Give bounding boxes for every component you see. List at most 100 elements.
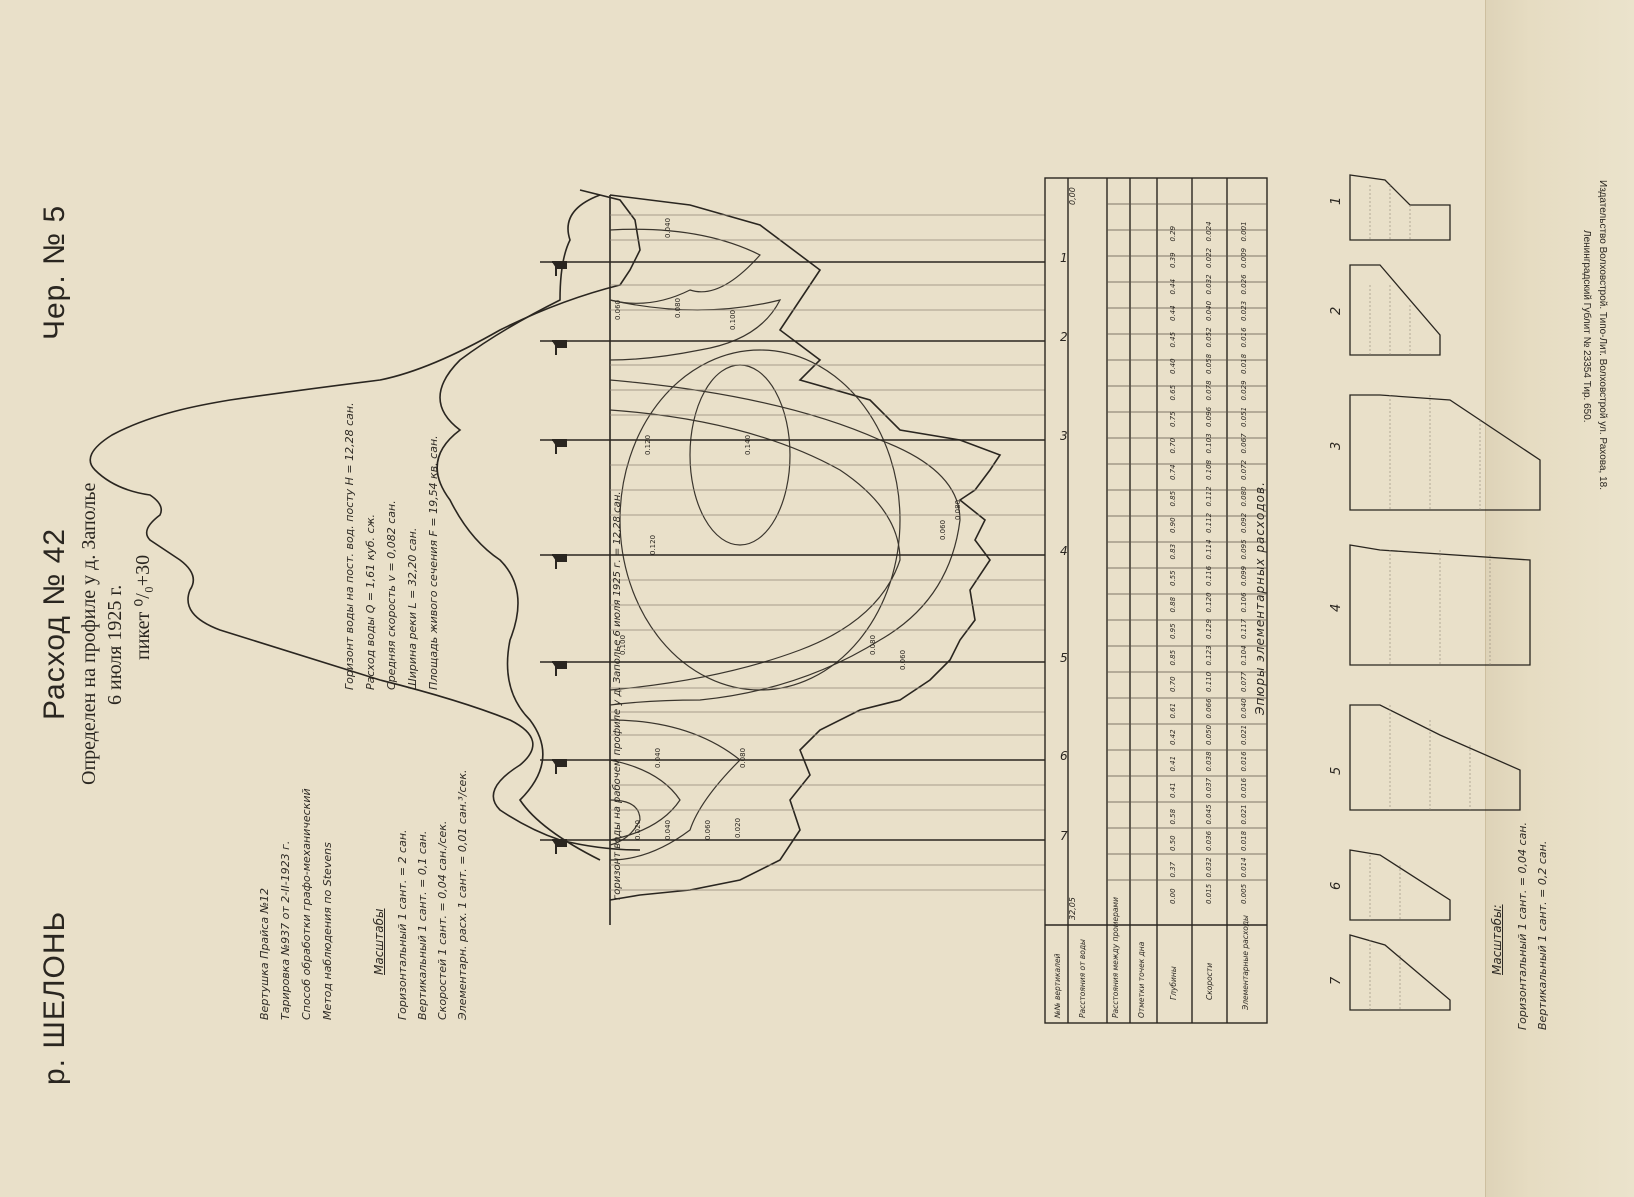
- discharge-cell: 0.005: [1240, 883, 1248, 904]
- discharge-cell: 0.029: [1240, 380, 1248, 401]
- epure-scale-horizontal: Горизонтальный 1 сант. = 0,04 сан.: [1516, 821, 1529, 1030]
- velocity-cell: 0.015: [1205, 883, 1213, 904]
- isoline-0.120: [619, 349, 901, 691]
- velocity-cell: 0.040: [1205, 300, 1213, 321]
- row-header-velocities: Скорости: [1205, 963, 1214, 1000]
- depth-cell: 0.41: [1169, 782, 1177, 798]
- row-header-bottom-marks: Отметки точек дна: [1137, 941, 1146, 1018]
- depth-cell: 0.75: [1169, 411, 1177, 427]
- contour-label-7: 0.100: [619, 635, 627, 655]
- depth-cell: 0.83: [1169, 544, 1177, 560]
- imprint-line-1: Издательство Волховстрой. Типо-Лит. Волх…: [1597, 180, 1608, 490]
- river-bed: [609, 194, 1002, 901]
- discharge-cell: 0.092: [1240, 512, 1248, 533]
- depth-cell: 0.37: [1169, 861, 1177, 877]
- velocity-cell: 0.120: [1205, 592, 1213, 613]
- velocity-cell: 0.038: [1205, 751, 1213, 772]
- discharge-cell: 0.077: [1240, 671, 1248, 692]
- epure-4: [1349, 544, 1531, 666]
- depth-cell: 0.45: [1169, 331, 1177, 347]
- table-vertical-1: 1: [1060, 251, 1068, 265]
- vertical-marker-6: [552, 759, 567, 774]
- epure-1: [1349, 174, 1451, 241]
- table-vertical-6: 6: [1060, 749, 1068, 763]
- isoline-0.040-top: [609, 228, 761, 304]
- vertical-marker-1: [552, 261, 567, 276]
- table-vertical-4: 4: [1060, 544, 1068, 558]
- row-header-verticals: №№ вертикалей: [1053, 953, 1062, 1019]
- row-header-depths: Глубины: [1169, 966, 1178, 1000]
- imprint-line-2: Ленинградский Гублит № 23354 Тир. 650.: [1581, 230, 1592, 423]
- depth-cell: 0.44: [1169, 305, 1177, 321]
- discharge-cell: 0.026: [1240, 274, 1248, 295]
- epure-label-6: 6: [1329, 882, 1344, 890]
- discharge-cell: 0.099: [1240, 565, 1248, 586]
- row-header-spacing: Расстояния между промерами: [1111, 897, 1120, 1018]
- isoline-0.020-bottom: [609, 799, 641, 846]
- table-vertical-7: 7: [1060, 829, 1068, 843]
- vertical-marker-2: [552, 340, 567, 355]
- contour-label-6: 0.140: [744, 435, 752, 455]
- depth-cell: 0.29: [1169, 225, 1177, 241]
- epure-2: [1349, 264, 1441, 356]
- discharge-cell: 0.106: [1240, 592, 1248, 613]
- depth-cell: 0.44: [1169, 279, 1177, 295]
- contour-label-16: 0.020: [634, 820, 642, 840]
- depth-cell: 0.70: [1169, 676, 1177, 692]
- contour-label-1: 0.040: [664, 218, 672, 238]
- terrain-profile: [89, 189, 641, 851]
- table-vertical-2: 2: [1060, 330, 1068, 344]
- discharge-cell: 0.016: [1240, 751, 1248, 772]
- table-vertical-3: 3: [1060, 429, 1068, 443]
- table-vertical-5: 5: [1060, 651, 1068, 665]
- velocity-cell: 0.032: [1205, 857, 1213, 878]
- vertical-marker-5: [552, 661, 567, 676]
- epure-7: [1349, 934, 1451, 1011]
- velocity-cell: 0.110: [1205, 671, 1213, 692]
- velocity-cell: 0.066: [1205, 698, 1213, 719]
- depth-cell: 0.85: [1169, 490, 1177, 506]
- epure-label-7: 7: [1329, 976, 1344, 985]
- velocity-cell: 0.123: [1205, 645, 1213, 665]
- discharge-cell: 0.014: [1240, 857, 1248, 877]
- depth-cell: 0.40: [1169, 358, 1177, 374]
- discharge-cell: 0.016: [1240, 327, 1248, 348]
- discharge-cell: 0.009: [1240, 247, 1248, 268]
- contour-label-2: 0.060: [614, 300, 622, 320]
- vertical-marker-3: [552, 439, 567, 454]
- velocity-cell: 0.037: [1205, 777, 1213, 798]
- depth-cell: 0.65: [1169, 384, 1177, 400]
- isoline-0.060-bottom: [609, 719, 741, 861]
- velocity-cell: 0.050: [1205, 724, 1213, 745]
- epure-label-3: 3: [1329, 442, 1344, 450]
- contour-label-3: 0.080: [674, 298, 682, 318]
- bank-contour-outer: [436, 194, 601, 861]
- velocity-cell: 0.108: [1205, 459, 1213, 480]
- contour-label-17: 0.060: [939, 520, 947, 540]
- vertical-marker-4: [552, 554, 567, 569]
- depth-cell: 0.95: [1169, 623, 1177, 639]
- velocity-cell: 0.045: [1205, 804, 1213, 825]
- discharge-cell: 0.021: [1240, 725, 1248, 745]
- contour-label-11: 0.040: [654, 748, 662, 768]
- depth-cell: 0.61: [1169, 703, 1177, 719]
- depth-cell: 0.00: [1169, 888, 1177, 904]
- velocity-cell: 0.078: [1205, 380, 1213, 401]
- contour-label-18: 0.080: [954, 500, 962, 520]
- epure-scale-vertical: Вертикальный 1 сант. = 0,2 сан.: [1536, 840, 1549, 1030]
- depth-cell: 0.55: [1169, 570, 1177, 586]
- velocity-cell: 0.058: [1205, 353, 1213, 374]
- row-header-distance: Расстояния от воды: [1078, 939, 1087, 1018]
- discharge-cell: 0.117: [1240, 618, 1248, 639]
- discharge-cell: 0.104: [1240, 645, 1248, 665]
- velocity-cell: 0.112: [1205, 486, 1213, 507]
- epure-label-5: 5: [1329, 767, 1344, 775]
- depth-cell: 0.74: [1169, 464, 1177, 480]
- discharge-cell: 0.072: [1240, 459, 1248, 480]
- velocity-cell: 0.024: [1205, 221, 1213, 241]
- velocity-cell: 0.112: [1205, 512, 1213, 533]
- contour-label-15: 0.040: [664, 820, 672, 840]
- depth-cell: 0.50: [1169, 835, 1177, 851]
- epure-5: [1349, 704, 1521, 811]
